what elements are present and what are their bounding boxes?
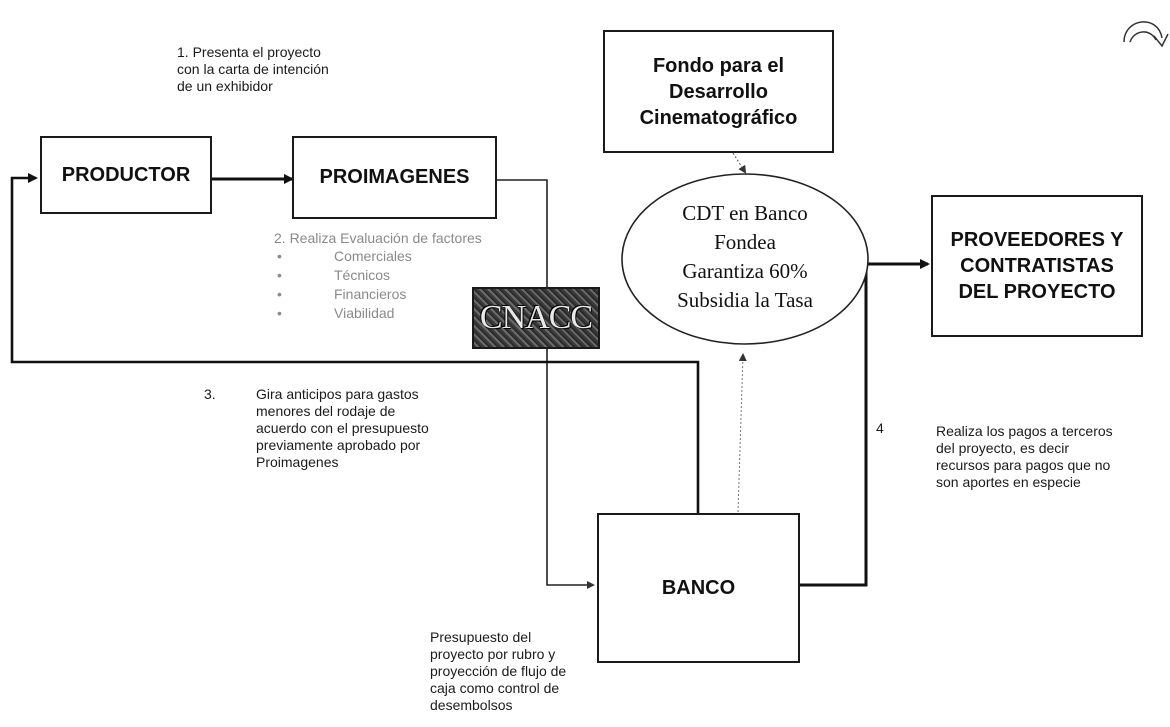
- redo-arrow-icon: [1123, 21, 1169, 48]
- factor-item: Comerciales: [334, 248, 412, 264]
- step3-line: previamente aprobado por: [256, 437, 421, 453]
- proveedores-line: CONTRATISTAS: [960, 255, 1114, 277]
- arrow-proimagenes-banco: [497, 179, 595, 589]
- banco-note: Presupuesto del proyecto por rubro y pro…: [430, 629, 566, 714]
- cdt-text: CDT en Banco Fondea Garantiza 60% Subsid…: [630, 199, 860, 315]
- step3-line: acuerdo con el presupuesto: [256, 420, 429, 436]
- cdt-line: Garantiza 60%: [682, 259, 808, 283]
- step3-note: Gira anticipos para gastos menores del r…: [256, 386, 429, 471]
- step1-line: 1. Presenta el proyecto: [177, 44, 321, 60]
- fondo-line: Fondo para el: [652, 54, 785, 77]
- cdt-line: Fondea: [714, 230, 776, 254]
- step4-number: 4: [876, 420, 884, 436]
- proimagenes-label: PROIMAGENES: [319, 166, 470, 188]
- step4-note: Realiza los pagos a terceros del proyect…: [936, 423, 1113, 491]
- step4-line: son aportes en especie: [936, 474, 1081, 490]
- fondo-line: Cinematográfico: [639, 106, 798, 129]
- banco-note-line: Presupuesto del: [430, 629, 532, 645]
- factor-item: Técnicos: [334, 267, 391, 283]
- fondo-box: Fondo para el Desarrollo Cinematográfico: [603, 30, 834, 153]
- step3-number: 3.: [204, 386, 216, 402]
- step4-line: Realiza los pagos a terceros: [936, 423, 1113, 439]
- factor-item: Financieros: [334, 286, 407, 302]
- arrow-banco-proveedores: [800, 259, 930, 587]
- cdt-line: Subsidia la Tasa: [677, 288, 813, 312]
- step1-line: de un exhibidor: [177, 78, 273, 94]
- proveedores-line: PROVEEDORES Y: [950, 229, 1124, 251]
- banco-note-line: caja como control de: [430, 680, 560, 696]
- proveedores-line: DEL PROYECTO: [958, 281, 1116, 303]
- step3-line: Proimagenes: [256, 454, 339, 470]
- bullet: •: [277, 248, 282, 264]
- factor-item: Viabilidad: [334, 305, 395, 321]
- step4-line: recursos para pagos que no: [936, 457, 1111, 473]
- cdt-ellipse: [621, 173, 869, 345]
- proveedores-box: PROVEEDORES Y CONTRATISTAS DEL PROYECTO: [931, 195, 1143, 337]
- banco-label: BANCO: [661, 576, 736, 599]
- step1-line: con la carta de intención: [177, 61, 329, 77]
- step4-line: del proyecto, es decir: [936, 440, 1070, 456]
- step3-line: Gira anticipos para gastos: [256, 386, 419, 402]
- proimagenes-box: PROIMAGENES: [292, 136, 497, 219]
- cnacc-logo-text: CNACC: [479, 299, 593, 336]
- bullet: •: [277, 267, 282, 283]
- arrow-banco-productor: [10, 173, 700, 515]
- banco-note-line: desembolsos: [430, 697, 513, 713]
- productor-label: PRODUCTOR: [61, 163, 191, 186]
- step2-title: 2. Realiza Evaluación de factores: [274, 230, 482, 246]
- cdt-line: CDT en Banco: [682, 201, 808, 225]
- arrow-banco-cdt: [737, 353, 747, 513]
- arrow-fondo-cdt: [732, 152, 747, 174]
- banco-note-line: proyección de flujo de: [430, 663, 567, 679]
- cnacc-logo: CNACC: [472, 287, 600, 349]
- bullet: •: [277, 286, 282, 302]
- step1-note: 1. Presenta el proyecto con la carta de …: [177, 44, 329, 95]
- step3-line: menores del rodaje de: [256, 403, 396, 419]
- banco-box: BANCO: [597, 513, 800, 663]
- fondo-line: Desarrollo: [669, 80, 768, 103]
- bullet: •: [277, 305, 282, 321]
- step2-note: 2. Realiza Evaluación de factores • Come…: [274, 230, 482, 324]
- banco-note-line: proyecto por rubro y: [430, 646, 556, 662]
- productor-box: PRODUCTOR: [40, 136, 212, 214]
